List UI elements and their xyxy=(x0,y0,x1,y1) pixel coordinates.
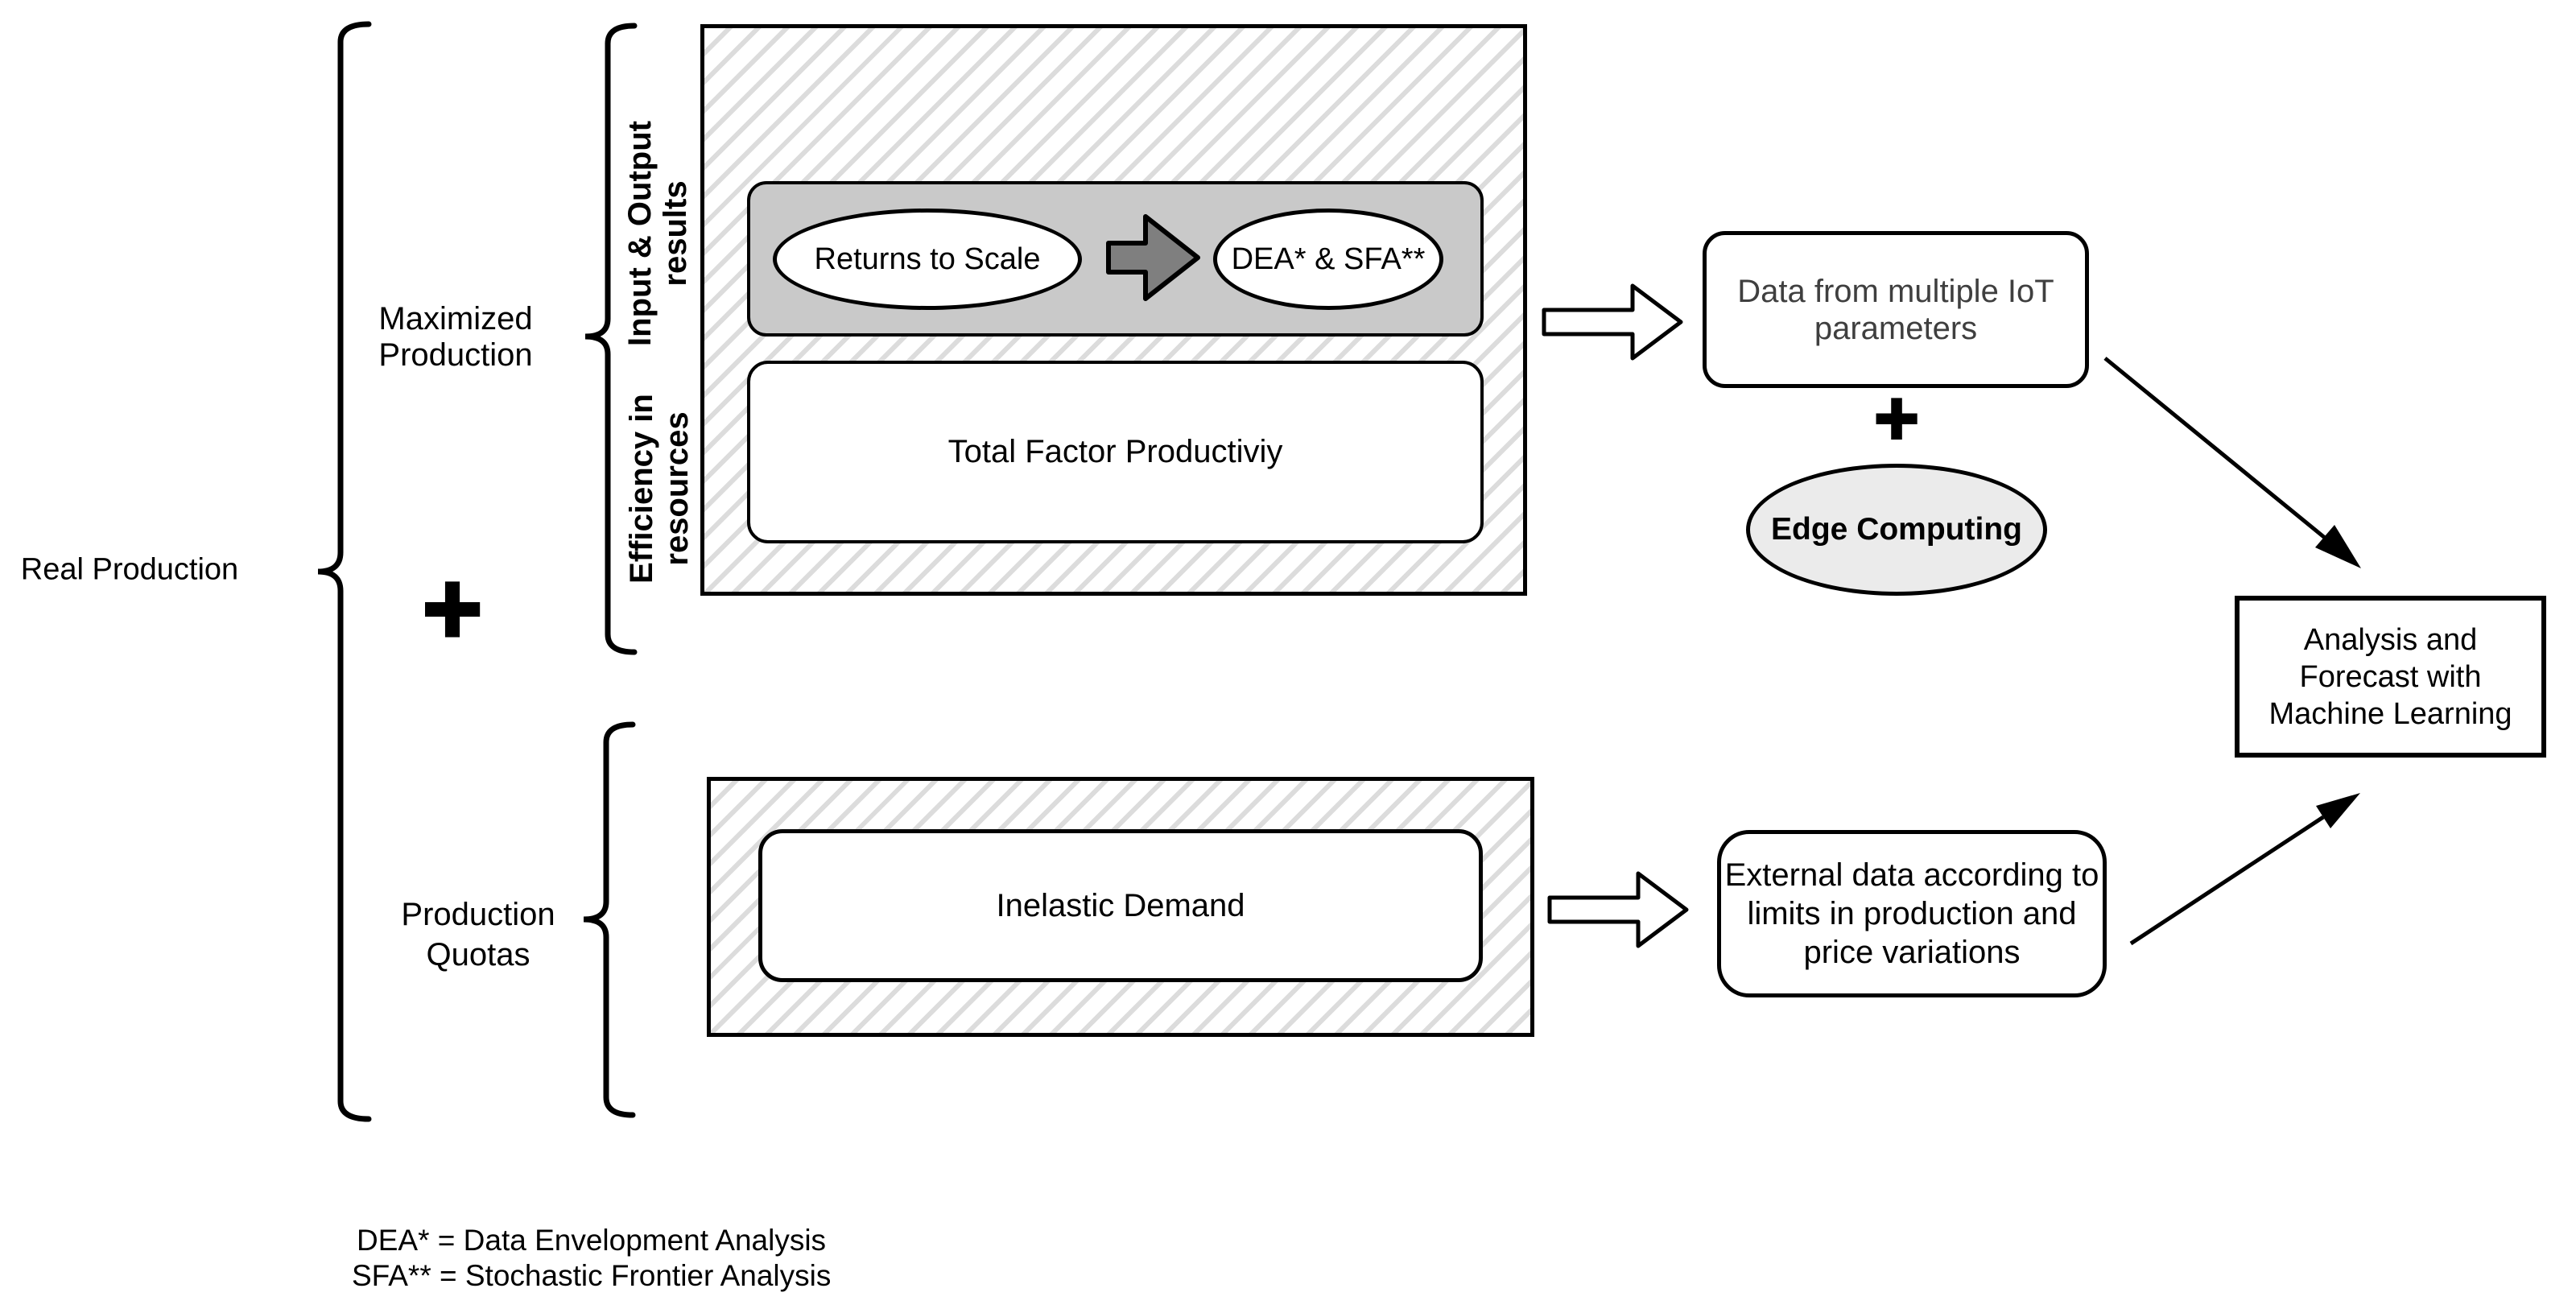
thin-arrow-to-analysis-top-icon xyxy=(2103,357,2361,568)
iot-data-box: Data from multiple IoT parameters xyxy=(1703,231,2089,388)
production-quotas-label: Production Quotas xyxy=(401,897,555,972)
maximized-production-label: Maximized Production xyxy=(378,301,533,373)
curly-brace-real-production-icon xyxy=(317,21,372,1122)
thin-arrow-to-analysis-bottom-icon xyxy=(2129,793,2360,946)
external-data-box: External data according to limits in pro… xyxy=(1717,830,2107,997)
curly-brace-quotas-icon xyxy=(583,721,636,1118)
white-block-arrow-top-icon xyxy=(1542,283,1683,361)
footnote-dea: DEA* = Data Envelopment Analysis xyxy=(357,1224,827,1257)
input-output-axis-label: Input & Output results xyxy=(622,121,693,346)
total-factor-productivity-box: Total Factor Productiviy xyxy=(747,361,1484,543)
edge-computing-ellipse: Edge Computing xyxy=(1746,464,2047,596)
returns-to-scale-ellipse: Returns to Scale xyxy=(773,209,1082,310)
footnote-sfa: SFA** = Stochastic Frontier Analysis xyxy=(352,1259,832,1292)
efficiency-axis-label: Efficiency in resources xyxy=(624,394,695,584)
inelastic-demand-box: Inelastic Demand xyxy=(758,829,1483,982)
real-production-label: Real Production xyxy=(20,552,239,587)
plus-sign-right: + xyxy=(1872,374,1920,461)
white-block-arrow-bottom-icon xyxy=(1547,871,1689,948)
analysis-forecast-box: Analysis and Forecast with Machine Learn… xyxy=(2235,596,2546,758)
dea-sfa-ellipse: DEA* & SFA** xyxy=(1213,209,1443,310)
plus-sign-left: + xyxy=(421,551,485,667)
